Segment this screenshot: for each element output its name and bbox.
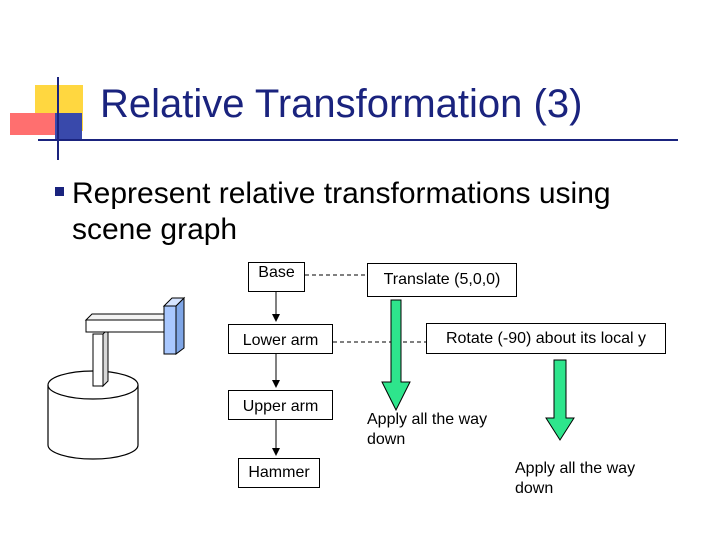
title-rule <box>38 139 678 141</box>
green-arrow-translate <box>381 299 411 412</box>
logo-red-bar <box>10 113 55 135</box>
node-hammer: Hammer <box>238 458 320 488</box>
node-base: Base <box>248 262 305 292</box>
transform-rotate: Rotate (-90) about its local y <box>426 323 666 354</box>
green-arrow-rotate <box>545 359 575 441</box>
note-apply-rotate: Apply all the way down <box>515 460 636 497</box>
node-upper-arm: Upper arm <box>228 390 333 420</box>
robot-arm-drawing <box>47 296 186 460</box>
note-apply-translate: Apply all the way down <box>367 411 488 448</box>
slide-logo <box>10 77 83 160</box>
logo-blue-square <box>55 113 82 140</box>
slide-title: Relative Transformation (3) <box>100 82 583 126</box>
transform-translate: Translate (5,0,0) <box>367 263 517 297</box>
node-lower-arm: Lower arm <box>228 324 333 354</box>
bullet-square-icon <box>55 187 64 196</box>
bullet-text: Represent relative transformations using… <box>72 177 611 246</box>
